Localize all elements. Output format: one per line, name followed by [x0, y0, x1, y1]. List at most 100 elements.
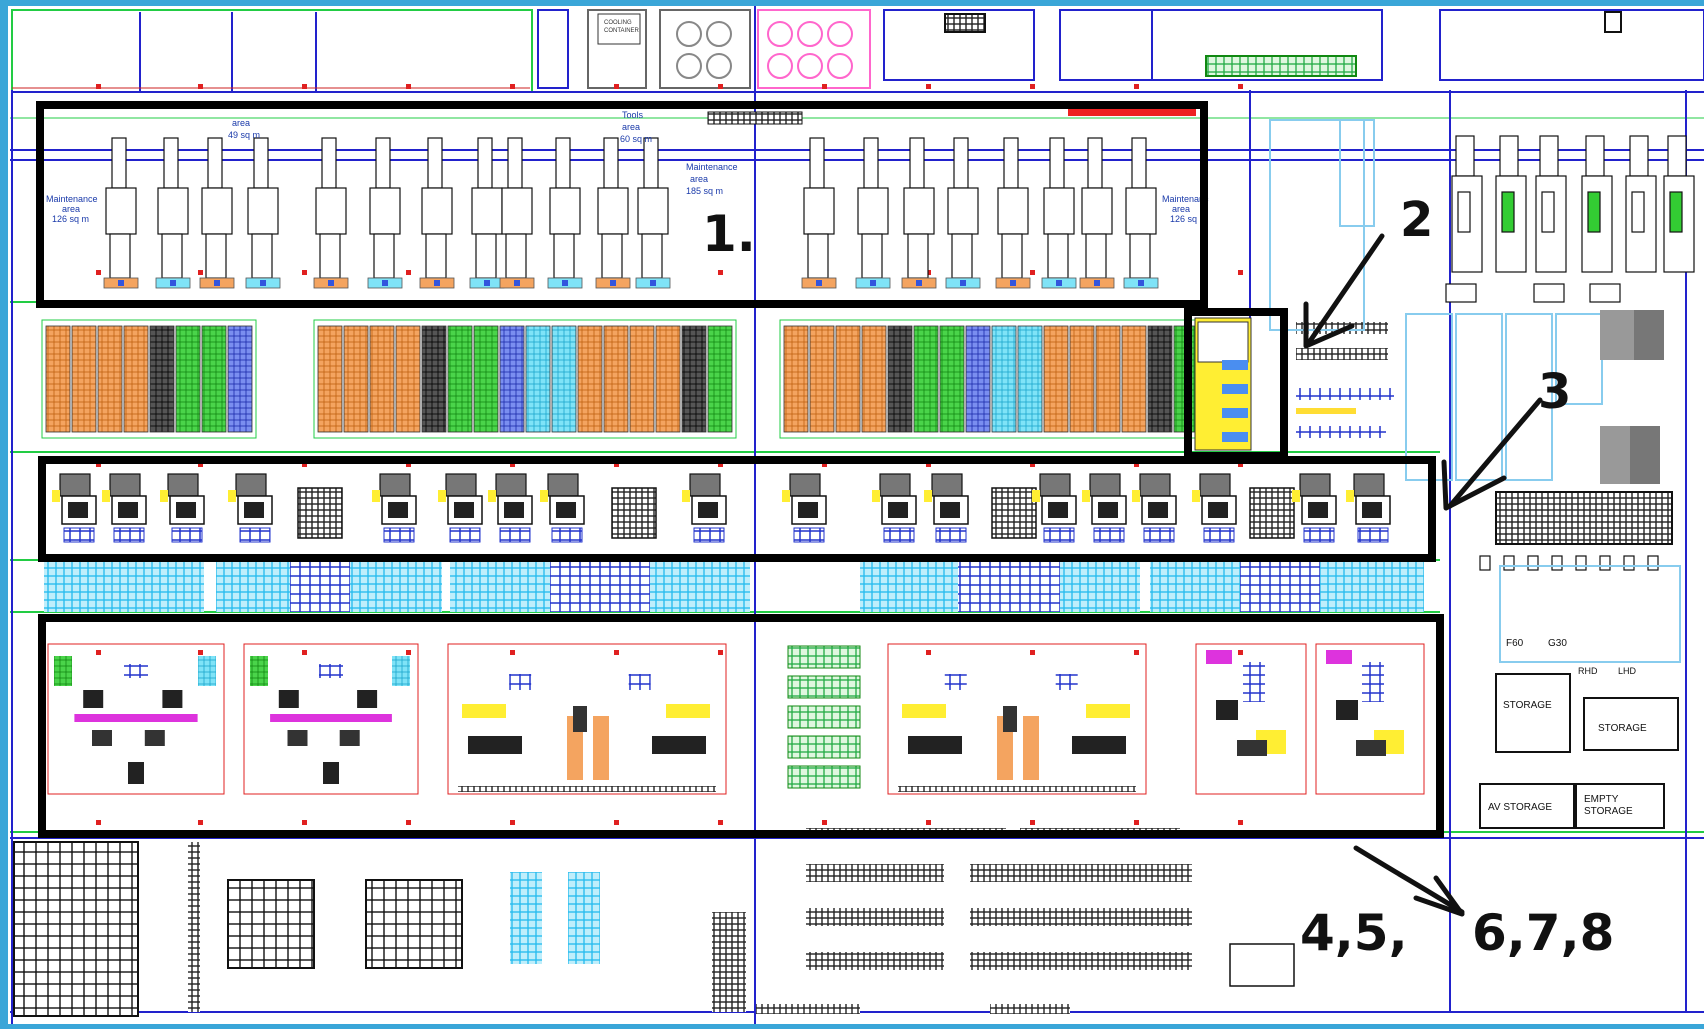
storage-rack [343, 325, 369, 433]
storage-rack-row [41, 319, 1203, 439]
zone3-assembly-cells [52, 473, 1391, 543]
press-machine [995, 137, 1031, 289]
press-machine [367, 137, 403, 289]
storage-rack [201, 325, 227, 433]
zone2-station [1194, 317, 1252, 451]
svg-text:126 sq: 126 sq [1170, 214, 1197, 224]
storage-rack [783, 325, 809, 433]
robot-cell [887, 643, 1147, 795]
barcode-strip [707, 111, 803, 125]
zone45-box [38, 614, 1444, 838]
storage-rack [655, 325, 681, 433]
assembly-cell [1346, 473, 1391, 543]
storage-rack [887, 325, 913, 433]
annotation-arrows [1303, 233, 1543, 917]
storage-rack [421, 325, 447, 433]
storage-rack [123, 325, 149, 433]
svg-text:49 sq m: 49 sq m [228, 130, 260, 140]
svg-text:STORAGE: STORAGE [1584, 806, 1633, 817]
storage-rack [835, 325, 861, 433]
plan-paper [8, 6, 1704, 1024]
assembly-cell [1192, 473, 1237, 543]
arrow-zone3 [1441, 397, 1543, 511]
svg-text:G30: G30 [1548, 638, 1567, 649]
press-machine [901, 137, 937, 289]
svg-text:LHD: LHD [1618, 666, 1637, 676]
storage-rack [629, 325, 655, 433]
zone1-box [36, 101, 1208, 308]
zone2-label: 2 [1400, 192, 1433, 248]
storage-rack [991, 325, 1017, 433]
zone3-label: 3 [1538, 364, 1571, 420]
storage-rack [1069, 325, 1095, 433]
storage-rack [939, 325, 965, 433]
press-machine [1123, 137, 1159, 289]
storage-rack [499, 325, 525, 433]
assembly-cell [540, 473, 585, 543]
right-side-area [1405, 135, 1695, 829]
storage-rack [1017, 325, 1043, 433]
zone1-area-labels: Maintenance area 126 sq m area 49 sq m T… [46, 110, 1209, 224]
storage-rack [149, 325, 175, 433]
storage-rack [369, 325, 395, 433]
assembly-cell [228, 473, 273, 543]
svg-text:area: area [622, 122, 640, 132]
arrow-zone2 [1303, 233, 1385, 349]
press-machine [419, 137, 455, 289]
storage-rack [809, 325, 835, 433]
storage-label-b: STORAGE [1598, 723, 1647, 734]
storage-rack [965, 325, 991, 433]
storage-rack [707, 325, 733, 433]
storage-rack [681, 325, 707, 433]
robot-cell [243, 643, 419, 795]
top-building-strip [11, 9, 1704, 93]
robot-cell [1195, 643, 1307, 795]
empty-storage-label: EMPTY [1584, 794, 1619, 805]
storage-rack [317, 325, 343, 433]
assembly-cell [160, 473, 205, 543]
press-machine [801, 137, 837, 289]
svg-text:F60: F60 [1506, 638, 1524, 649]
zone3-box [38, 456, 1436, 562]
arrow-zone-bottom [1353, 845, 1465, 917]
storage-rack [603, 325, 629, 433]
storage-rack [1147, 325, 1173, 433]
storage-rack [97, 325, 123, 433]
press-machine [1041, 137, 1077, 289]
storage-rack [175, 325, 201, 433]
svg-text:Tools: Tools [622, 110, 644, 120]
av-storage-label: AV STORAGE [1488, 802, 1552, 813]
svg-text:CONTAINER: CONTAINER [604, 28, 640, 34]
robot-cell [1315, 643, 1425, 795]
storage-rack [1121, 325, 1147, 433]
svg-text:60 sq m: 60 sq m [620, 134, 652, 144]
storage-rack [45, 325, 71, 433]
storage-rack [1095, 325, 1121, 433]
assembly-cell [52, 473, 97, 543]
press-machine [245, 137, 281, 289]
storage-rack [227, 325, 253, 433]
svg-text:area: area [62, 204, 80, 214]
buffer-grid-row [44, 560, 1424, 612]
assembly-cell [372, 473, 417, 543]
storage-rack [1043, 325, 1069, 433]
storage-rack [913, 325, 939, 433]
assembly-cell [438, 473, 483, 543]
zone1-label: 1. [702, 205, 756, 263]
press-machine [199, 137, 235, 289]
zone45-assembly-cells [47, 643, 1425, 795]
storage-rack [577, 325, 603, 433]
storage-rack [395, 325, 421, 433]
robot-cell [47, 643, 225, 795]
assembly-cell [1292, 473, 1337, 543]
press-machine [945, 137, 981, 289]
assembly-cell [611, 487, 657, 539]
cooling-container: COOLING CONTAINER [597, 13, 641, 45]
press-machine [469, 137, 505, 289]
storage-rack [447, 325, 473, 433]
svg-text:area: area [232, 118, 250, 128]
assembly-cell [924, 473, 969, 543]
assembly-cell [872, 473, 917, 543]
